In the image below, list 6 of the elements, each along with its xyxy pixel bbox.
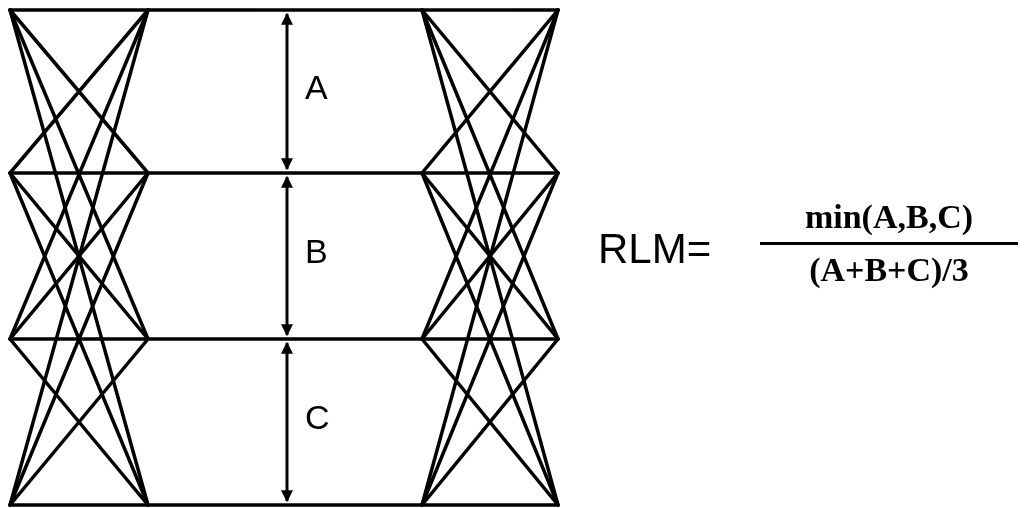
denominator-text: (A+B+C)/3 — [809, 250, 969, 287]
formula-text: RLM= — [598, 228, 712, 270]
dimension-label: A — [305, 70, 328, 104]
dimension-label: C — [305, 400, 330, 434]
dimension-label: B — [305, 234, 328, 268]
numerator-text: min(A,B,C) — [804, 200, 974, 237]
